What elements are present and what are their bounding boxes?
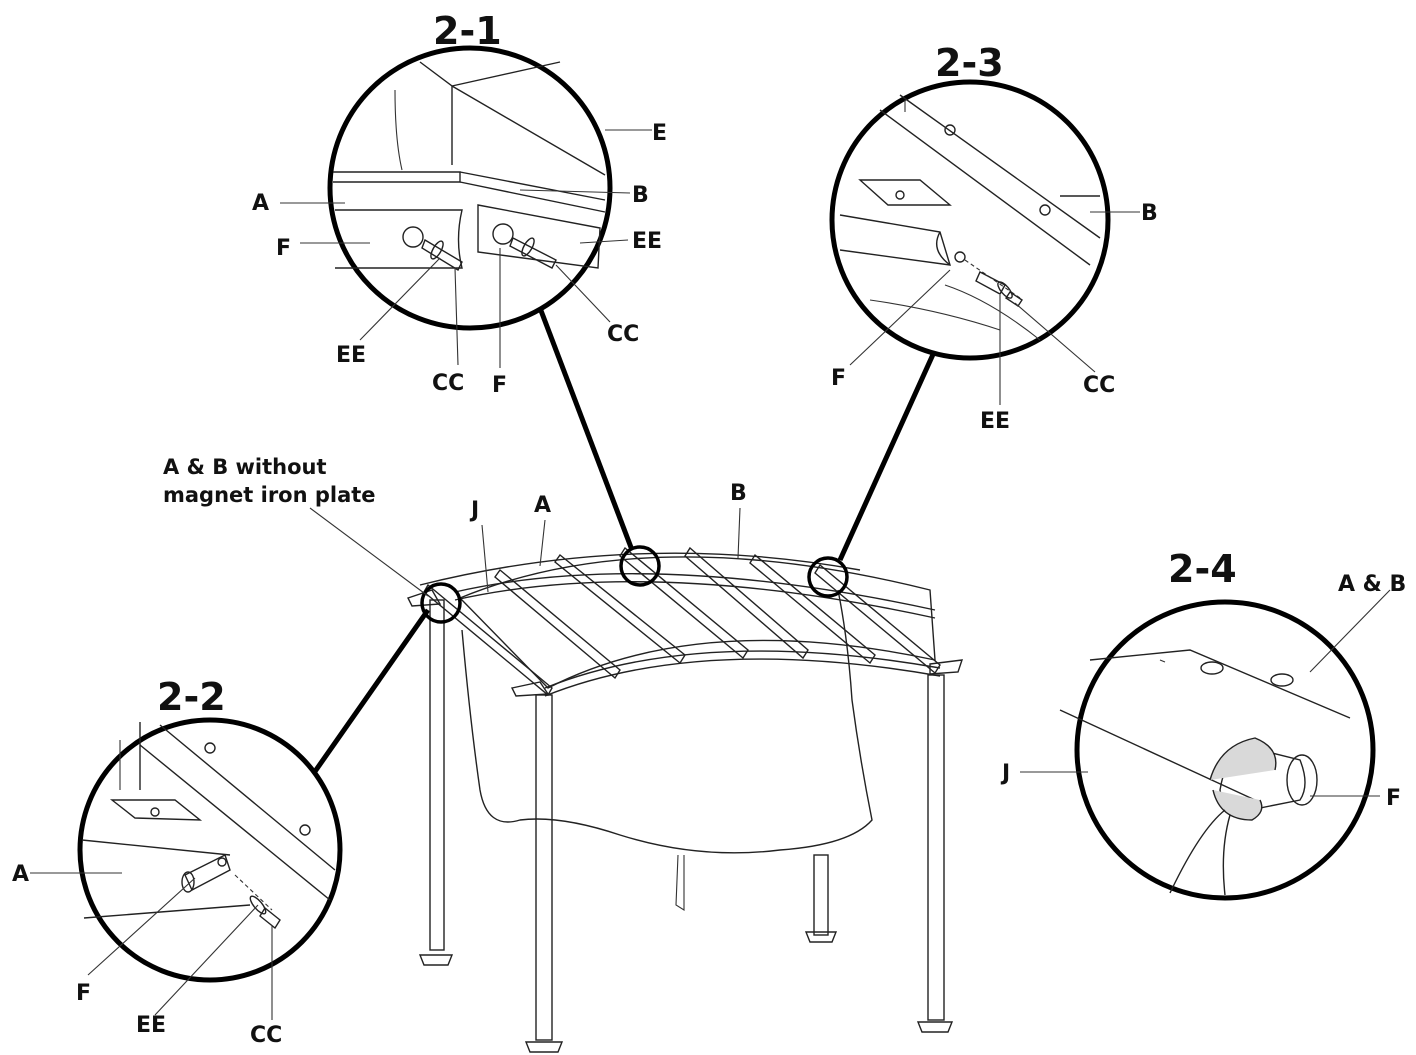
label-2-3-b: B [1141, 201, 1158, 226]
detail-2-1 [280, 45, 652, 368]
label-2-4-j: J [1000, 761, 1010, 786]
note-line-2: magnet iron plate [163, 483, 376, 507]
label-2-2-ee: EE [136, 1013, 166, 1038]
detail-2-3 [829, 79, 1140, 405]
note-line-1: A & B without [163, 455, 327, 479]
label-2-2-cc: CC [250, 1023, 282, 1048]
label-2-4-ab: A & B [1338, 572, 1406, 597]
highlight-2-1 [619, 545, 661, 587]
label-2-3-cc: CC [1083, 373, 1115, 398]
label-2-3-ee: EE [980, 409, 1010, 434]
highlight-2-3 [807, 556, 849, 598]
label-2-1-cc-bottom: CC [432, 371, 464, 396]
canopy-curtain [461, 589, 873, 854]
posts [418, 599, 954, 1053]
detail-2-4 [1020, 589, 1391, 901]
label-2-1-f-left: F [276, 236, 291, 261]
main-label-b: B [730, 481, 747, 506]
step-2-2-title: 2-2 [157, 675, 226, 719]
label-2-1-ee-bottom: EE [336, 343, 366, 368]
connector-2-2 [292, 608, 431, 802]
main-label-a: A [534, 493, 551, 518]
curtain-tie [675, 854, 685, 911]
canopy-panel-j [458, 556, 936, 689]
connector-lines [292, 307, 938, 802]
connector-2-3 [837, 348, 938, 562]
label-2-2-f: F [76, 981, 91, 1006]
label-2-1-cc-right: CC [607, 322, 639, 347]
label-2-4-f: F [1386, 786, 1401, 811]
label-2-1-f-bottom: F [492, 373, 507, 398]
pergola-main-view [309, 507, 964, 1053]
detail-2-2 [30, 717, 343, 1020]
label-2-1-e: E [652, 121, 667, 146]
main-label-j: J [469, 498, 479, 523]
highlight-2-2 [420, 582, 462, 624]
step-2-1-title: 2-1 [433, 9, 502, 53]
label-2-3-f: F [831, 366, 846, 391]
step-2-3-title: 2-3 [935, 41, 1004, 85]
label-2-1-b: B [632, 183, 649, 208]
step-2-4-title: 2-4 [1168, 547, 1237, 591]
connector-2-1 [537, 307, 635, 551]
label-2-2-a: A [12, 862, 29, 887]
label-2-1-ee-right: EE [632, 229, 662, 254]
label-2-1-a: A [252, 191, 269, 216]
